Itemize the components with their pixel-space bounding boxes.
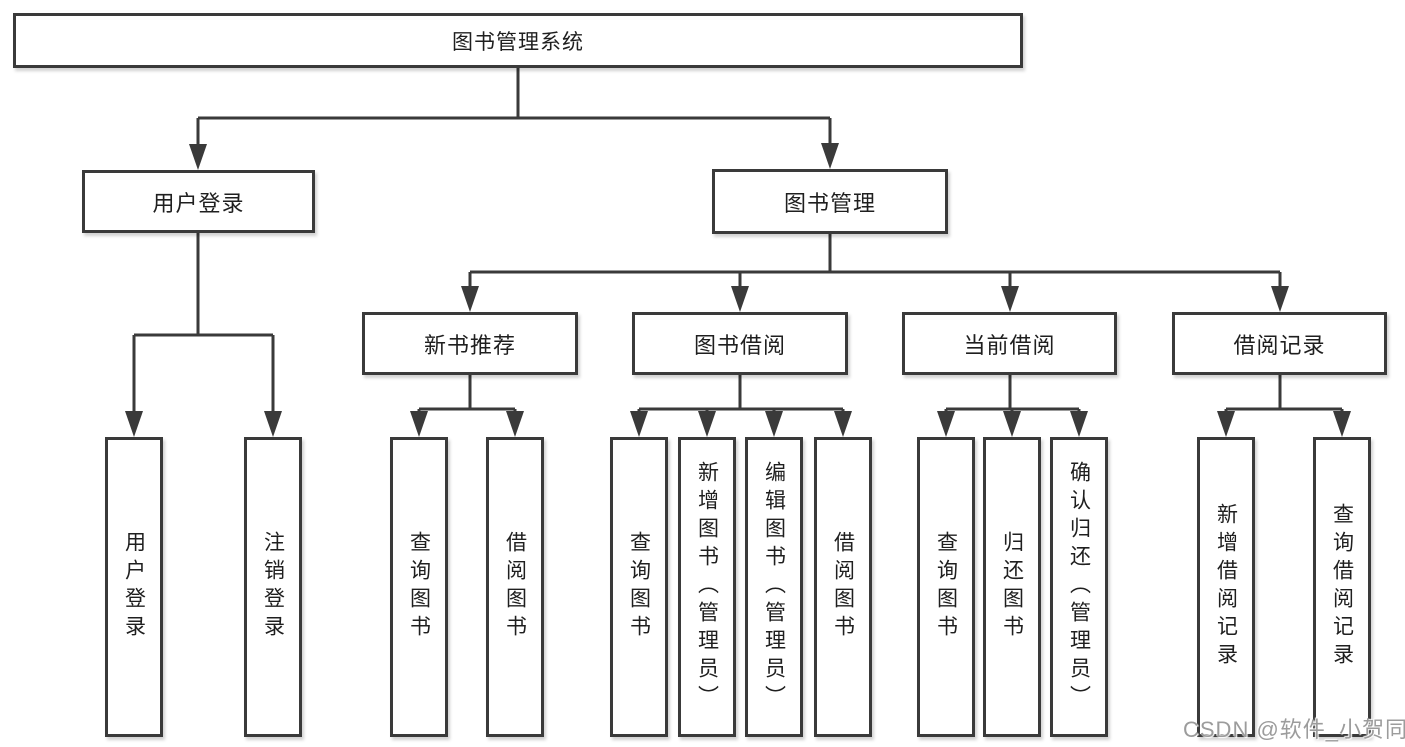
leaf-borrow-books: 借阅图书 — [814, 437, 872, 737]
node-new-book-recommend: 新书推荐 — [362, 312, 578, 375]
leaf-label: 编辑图书（管理员） — [762, 461, 786, 713]
leaf-label: 新增图书（管理员） — [695, 461, 719, 713]
leaf-label: 用户登录 — [122, 531, 146, 643]
leaf-label: 借阅图书 — [503, 531, 527, 643]
leaf-label: 查询图书 — [934, 531, 958, 643]
node-new-book-recommend-label: 新书推荐 — [423, 332, 516, 358]
leaf-logout: 注销登录 — [244, 437, 302, 737]
leaf-query-borrow-record: 查询借阅记录 — [1313, 437, 1371, 737]
leaf-query-books-current: 查询图书 — [917, 437, 975, 737]
leaf-label: 注销登录 — [261, 531, 285, 643]
leaf-label: 归还图书 — [1000, 531, 1024, 643]
leaf-user-login: 用户登录 — [105, 437, 163, 737]
node-book-management: 图书管理 — [712, 169, 948, 234]
leaf-label: 查询图书 — [627, 531, 651, 643]
node-root-system: 图书管理系统 — [13, 13, 1023, 68]
node-borrow-record-label: 借阅记录 — [1233, 332, 1326, 358]
node-root-label: 图书管理系统 — [452, 30, 584, 54]
leaf-confirm-return-admin: 确认归还（管理员） — [1050, 437, 1108, 737]
leaf-edit-books-admin: 编辑图书（管理员） — [745, 437, 803, 737]
leaf-label: 查询图书 — [407, 531, 431, 643]
leaf-query-books-recommend: 查询图书 — [390, 437, 448, 737]
leaf-add-borrow-record: 新增借阅记录 — [1197, 437, 1255, 737]
node-borrow-record: 借阅记录 — [1172, 312, 1387, 375]
node-book-management-label: 图书管理 — [783, 190, 876, 216]
leaf-borrow-books-recommend: 借阅图书 — [486, 437, 544, 737]
leaf-add-books-admin: 新增图书（管理员） — [678, 437, 736, 737]
leaf-label: 确认归还（管理员） — [1067, 461, 1091, 713]
node-book-borrow: 图书借阅 — [632, 312, 848, 375]
leaf-label: 借阅图书 — [831, 531, 855, 643]
csdn-watermark: CSDN @软件_小贺同学 — [1183, 717, 1405, 742]
node-user-login-label: 用户登录 — [152, 190, 245, 216]
node-current-borrow: 当前借阅 — [902, 312, 1117, 375]
node-book-borrow-label: 图书借阅 — [693, 332, 786, 358]
leaf-label: 查询借阅记录 — [1330, 503, 1354, 671]
leaf-label: 新增借阅记录 — [1214, 503, 1238, 671]
leaf-query-books-borrow: 查询图书 — [610, 437, 668, 737]
leaf-return-books: 归还图书 — [983, 437, 1041, 737]
node-user-login: 用户登录 — [82, 170, 315, 233]
node-current-borrow-label: 当前借阅 — [963, 332, 1056, 358]
